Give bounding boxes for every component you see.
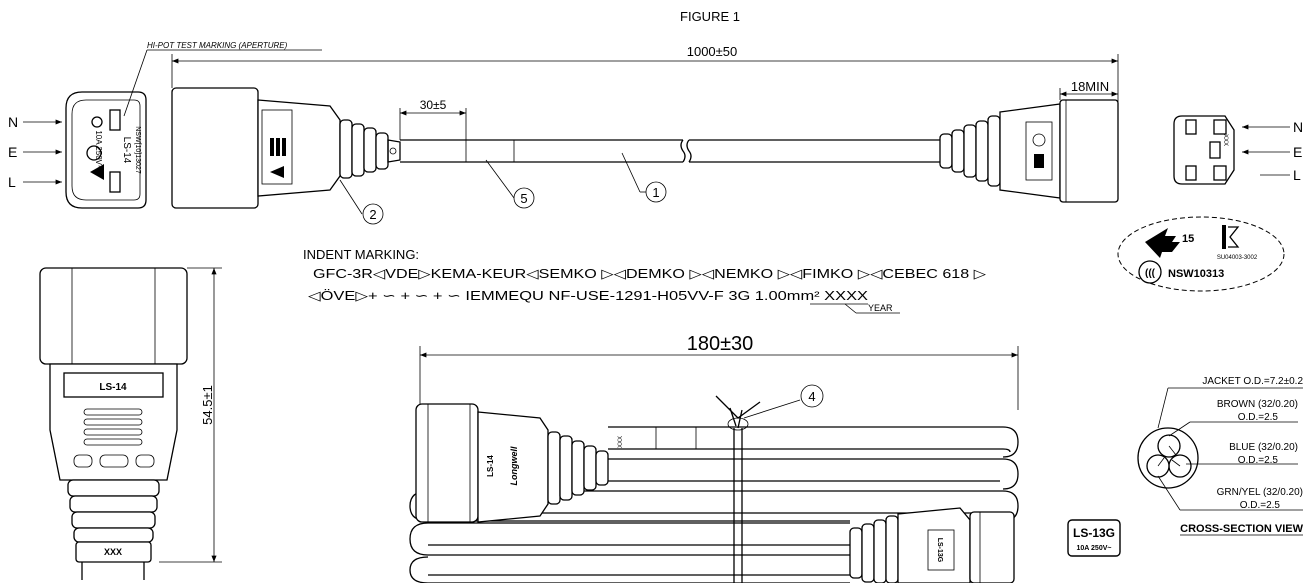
right-strain-relief (939, 115, 1001, 187)
face-left-rating: 10A 250V~ (94, 130, 103, 170)
indent-marking-title: INDENT MARKING: (303, 247, 419, 262)
dimension-strip-label: 30±5 (420, 98, 447, 112)
front-view-model: LS-14 (99, 382, 127, 393)
right-pin-l: L (1293, 167, 1301, 183)
left-pin-labels: N E L (8, 114, 62, 190)
cross-section-brown: BROWN (32/0.20) (1217, 399, 1298, 410)
callout-1-label: 1 (652, 185, 659, 200)
left-pin-e: E (8, 144, 17, 160)
cross-section: JACKET O.D.=7.2±0.2 BROWN (32/0.20) O.D.… (1137, 376, 1304, 536)
bundle-right-strain-relief (849, 515, 899, 584)
cross-section-brown-od: O.D.=2.5 (1238, 412, 1279, 423)
callout-2: 2 (339, 179, 384, 225)
face-left-approval: NSW[10]13027 (134, 126, 141, 174)
right-pin-e: E (1293, 144, 1302, 160)
bundle-view: 180±30 LS-14 Longwe (409, 333, 1019, 584)
left-pin-n: N (8, 114, 18, 130)
face-left-model: LS-14 (121, 137, 132, 164)
kc-mark-icon (1222, 225, 1240, 249)
right-face-code: XXX (1222, 134, 1228, 146)
cross-section-blue: BLUE (32/0.20) (1229, 442, 1298, 453)
dimension-bundle: 180±30 (419, 333, 1019, 410)
cross-section-jacket: JACKET O.D.=7.2±0.2 (1202, 376, 1303, 387)
cable-tie (715, 395, 761, 583)
left-strain-relief (339, 119, 401, 179)
front-view: LS-14 XXX (39, 267, 188, 580)
indent-marking-line1: GFC-3R◁VDE▷KEMA-KEUR◁SEMKO ▷◁DEMKO ▷◁NEM… (313, 266, 986, 281)
cert-num15: 15 (1182, 233, 1194, 245)
right-plug-body (939, 99, 1119, 203)
callout-5: 5 (485, 159, 535, 209)
indent-marking-year: YEAR (868, 303, 893, 313)
euro-mark-icon (1145, 228, 1180, 258)
right-connector-face: XXX (1173, 115, 1235, 185)
ls13g-rating-box: LS-13G 10A 250V~ (1067, 519, 1121, 557)
cable-main (400, 139, 940, 163)
cross-section-grnyel-od: O.D.=2.5 (1240, 500, 1281, 511)
cert-kc-code: SU04003-3002 (1217, 255, 1258, 261)
figure-title: FIGURE 1 (680, 9, 740, 24)
cert-ccc-number: NSW10313 (1168, 268, 1224, 280)
hipot-label: HI-POT TEST MARKING (APERTURE) (147, 41, 288, 50)
indent-marking-line2: ◁ÖVE▷+ ∽ + ∽ + ∽ IEMMEQU NF-USE-1291-H05… (308, 288, 868, 303)
left-pin-l: L (8, 174, 16, 190)
dimension-overall-label: 1000±50 (687, 44, 738, 59)
callout-2-label: 2 (369, 207, 376, 222)
dimension-overall: 1000±50 (171, 44, 1119, 102)
hipot-callout: HI-POT TEST MARKING (APERTURE) (123, 41, 322, 117)
callout-1: 1 (621, 152, 667, 203)
dimension-min: 18MIN (1059, 79, 1118, 100)
bundle-right-plug: LS-13G (849, 507, 1015, 584)
cross-section-blue-od: O.D.=2.5 (1238, 455, 1279, 466)
right-pin-labels: N E L (1242, 119, 1303, 183)
cross-section-title: CROSS-SECTION VIEW (1180, 523, 1303, 535)
callout-5-label: 5 (520, 191, 527, 206)
front-view-code: XXX (104, 547, 122, 557)
left-plug-body (171, 87, 401, 209)
bundle-left-strain-relief (547, 431, 609, 505)
callout-4-label: 4 (808, 389, 815, 404)
right-pin-n: N (1293, 119, 1303, 135)
svg-text:(((: ((( (1145, 268, 1156, 279)
dimension-bundle-label: 180±30 (687, 333, 754, 355)
cross-section-grnyel: GRN/YEL (32/0.20) (1217, 487, 1303, 498)
dimension-strip: 30±5 (399, 98, 467, 140)
certification-badge: 15 SU04003-3002 ((( NSW10313 (1117, 216, 1285, 292)
bundle-left-plug-model: LS-14 (486, 455, 495, 477)
ls13g-model: LS-13G (1073, 526, 1115, 540)
bundle-left-plug: LS-14 Longwell XXX (415, 403, 697, 523)
left-connector-face: NSW[10]13027 LS-14 10A 250V~ (65, 91, 147, 209)
bundle-left-plug-brand: Longwell (509, 446, 519, 485)
dimension-min-label: 18MIN (1071, 79, 1109, 94)
bundle-right-plug-model: LS-13G (936, 538, 943, 563)
ccc-mark-icon: ((( (1138, 260, 1162, 284)
ls13g-rating: 10A 250V~ (1077, 545, 1112, 552)
front-view-vents (83, 408, 143, 446)
left-plug-ce-mark (270, 138, 286, 156)
bundle-cable-code: XXX (618, 436, 624, 448)
indent-marking: INDENT MARKING: GFC-3R◁VDE▷KEMA-KEUR◁SEM… (303, 247, 986, 314)
dimension-height-label: 54.5±1 (200, 385, 215, 425)
callout-4: 4 (743, 384, 824, 419)
dimension-height: 54.5±1 (159, 267, 222, 563)
